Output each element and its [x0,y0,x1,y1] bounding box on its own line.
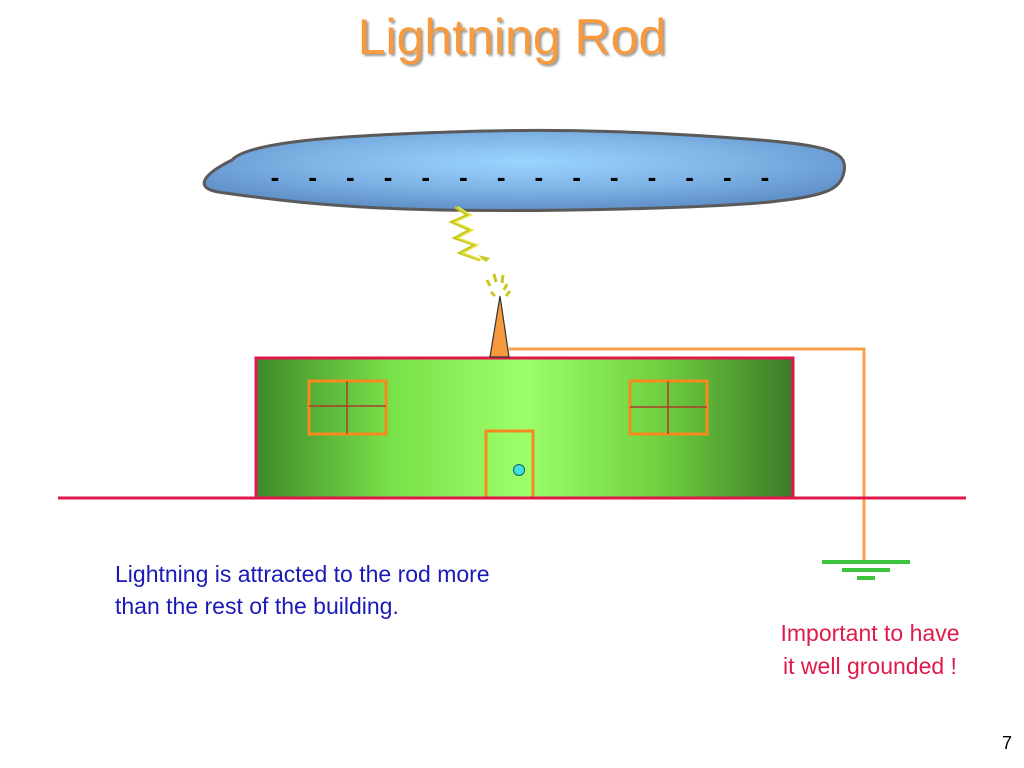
window-left [307,379,388,436]
cloud-charge-group: -------------- [271,162,770,192]
cloud-charge: - [308,162,317,192]
cloud-charge: - [610,162,619,192]
cloud [202,128,847,213]
cloud-charge: - [648,162,657,192]
caption-line-2: than the rest of the building. [115,593,399,619]
cloud-charge: - [685,162,694,192]
cloud-charge: - [723,162,732,192]
door-knob [513,464,525,476]
cloud-charge: - [535,162,544,192]
ground-wire [509,347,866,560]
note-line-1: Important to have [780,620,960,646]
cloud-charge: - [384,162,393,192]
cloud-charge: - [271,162,280,192]
caption-line-1: Lightning is attracted to the rod more [115,561,490,587]
cloud-charge: - [572,162,581,192]
earth-ground-icon [822,560,910,580]
cloud-charge: - [459,162,468,192]
spark-icon [485,273,512,298]
lightning-rod [489,295,510,358]
building [254,356,795,500]
window-right [628,379,709,436]
cloud-charge: - [761,162,770,192]
note-line-2: it well grounded ! [783,653,957,679]
cloud-charge: - [421,162,430,192]
cloud-charge: - [346,162,355,192]
explanation-caption: Lightning is attracted to the rod more t… [115,558,595,622]
slide-title: Lightning Rod [357,9,667,65]
cloud-charge: - [497,162,506,192]
page-number: 7 [1001,733,1012,753]
grounding-note: Important to have it well grounded ! [745,617,995,683]
zigzag-bolt-icon [448,205,490,262]
